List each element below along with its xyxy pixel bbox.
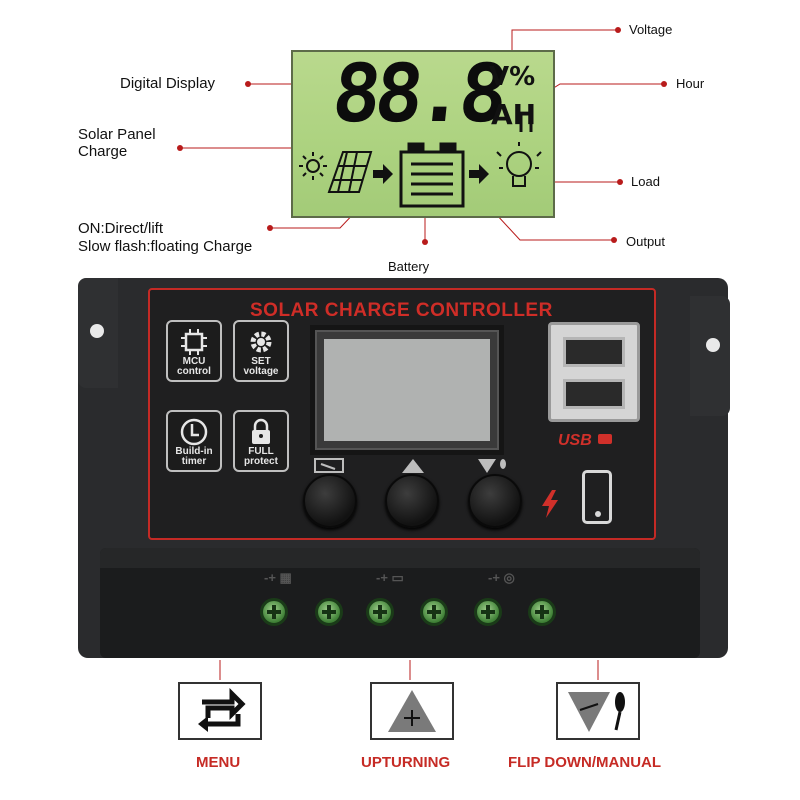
callout-output: Output <box>626 234 666 249</box>
terminal-screw-solar-neg[interactable] <box>260 598 288 626</box>
down-triangle-manual-icon <box>568 692 625 732</box>
lcd-screen <box>310 325 504 455</box>
terminal-screw-solar-pos[interactable] <box>315 598 343 626</box>
callout-load: Load <box>631 174 660 189</box>
solar-panel-icon <box>327 151 373 193</box>
feature-label: voltage <box>243 366 279 377</box>
feature-mcu-control: MCU control <box>166 320 222 382</box>
feature-label: timer <box>181 456 207 467</box>
menu-button[interactable] <box>303 474 357 528</box>
callout-hour: Hour <box>676 76 705 91</box>
legend-menu-box <box>178 682 262 740</box>
callout-voltage: Voltage <box>629 22 673 37</box>
feature-label: Build-in <box>175 446 213 457</box>
terminal-screw-battery-neg[interactable] <box>366 598 394 626</box>
phone-home-button <box>595 511 601 517</box>
terminal-symbol-solar: -+ ▦ <box>264 570 292 585</box>
up-triangle-icon <box>402 459 424 473</box>
callout-on-line1: ON:Direct/lift <box>78 220 164 237</box>
panel-title: SOLAR CHARGE CONTROLLER <box>250 300 553 321</box>
usb-label: USB <box>558 432 592 449</box>
gear-icon <box>250 331 272 353</box>
arrow-right-icon <box>373 164 393 184</box>
callout-solar-panel-line2: Charge <box>78 143 128 160</box>
usb-plug-icon <box>598 434 612 444</box>
down-triangle-manual-icon <box>478 459 506 473</box>
legend-down-label: FLIP DOWN/MANUAL <box>508 754 662 771</box>
menu-cycle-icon <box>314 458 344 473</box>
feature-set-voltage: SET voltage <box>233 320 289 382</box>
down-manual-button[interactable] <box>468 474 522 528</box>
sun-icon <box>299 152 327 180</box>
mounting-ear-right <box>690 296 730 416</box>
feature-build-in-timer: Build-in timer <box>166 410 222 472</box>
phone-icon <box>582 470 612 524</box>
lcd-diagram: 88.8 V% AH <box>291 47 555 218</box>
feature-label: protect <box>244 456 278 467</box>
legend-menu-label: MENU <box>196 754 241 771</box>
legend-up-box <box>370 682 454 740</box>
terminal-screw-battery-pos[interactable] <box>420 598 448 626</box>
menu-cycle-icon <box>198 687 246 732</box>
legend-down-box <box>556 682 640 740</box>
lcd-screen-glass <box>324 339 490 441</box>
terminal-symbol-load: -+ ◎ <box>488 570 515 585</box>
usb-port-bottom[interactable] <box>563 379 625 409</box>
usb-port-housing[interactable] <box>548 322 640 422</box>
chip-icon <box>181 329 207 355</box>
terminal-screw-load-neg[interactable] <box>474 598 502 626</box>
lcd-unit-voltage: V% <box>489 62 536 92</box>
mounting-hole-left <box>90 324 104 338</box>
feature-label: MCU <box>182 356 206 367</box>
lcd-icons <box>299 112 542 208</box>
lcd-unit-amp-hour: AH <box>491 98 537 131</box>
mounting-hole-right <box>706 338 720 352</box>
terminal-screw-load-pos[interactable] <box>528 598 556 626</box>
lock-icon <box>252 418 270 444</box>
light-bulb-icon <box>496 142 542 187</box>
terminal-lip <box>100 548 700 568</box>
callout-solar-panel-line1: Solar Panel <box>78 126 156 143</box>
legend-up-label: UPTURNING <box>361 754 451 771</box>
terminal-symbol-battery: -+ ▭ <box>376 570 404 585</box>
arrow-right-icon <box>469 164 489 184</box>
feature-label: FULL <box>248 446 274 457</box>
callout-on-line2: Slow flash:floating Charge <box>78 238 253 255</box>
callout-digital-display: Digital Display <box>120 75 216 92</box>
feature-label: SET <box>251 356 271 367</box>
battery-icon <box>399 142 465 208</box>
feature-label: control <box>177 366 211 377</box>
lightning-bolt-icon <box>542 490 558 518</box>
clock-icon <box>180 418 208 446</box>
usb-port-top[interactable] <box>563 337 625 367</box>
up-triangle-icon <box>388 690 436 732</box>
callout-battery: Battery <box>388 259 430 274</box>
up-button[interactable] <box>385 474 439 528</box>
feature-full-protect: FULL protect <box>233 410 289 472</box>
